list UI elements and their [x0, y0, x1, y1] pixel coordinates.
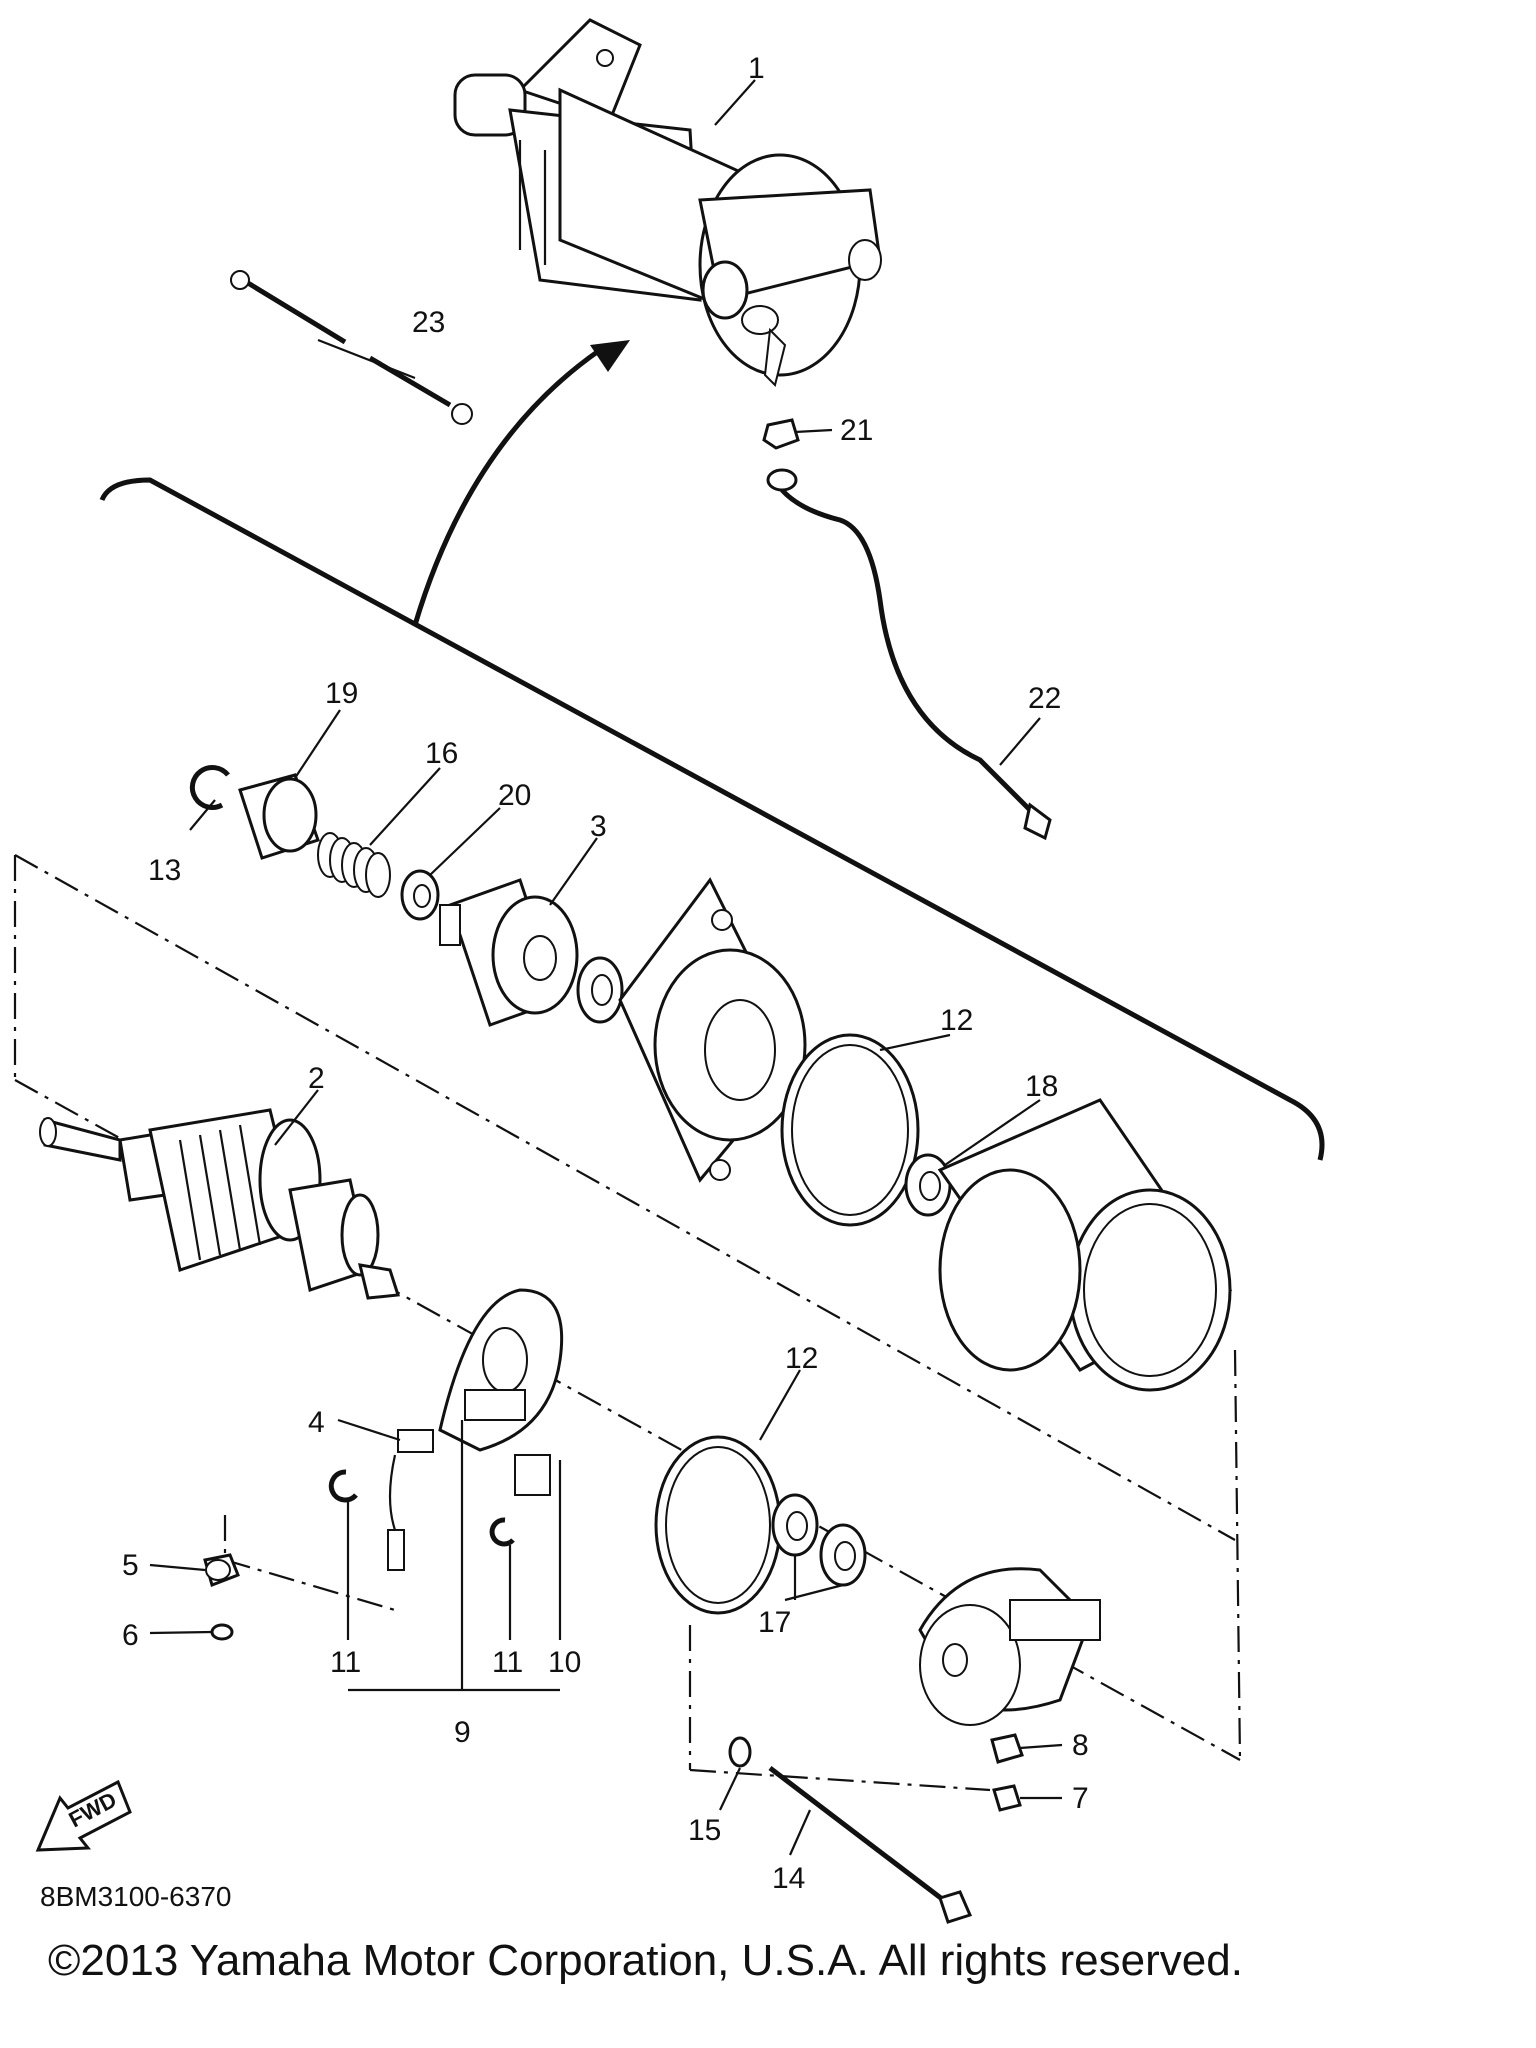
callout-6: 6 — [122, 1619, 139, 1652]
diagram-reference-code: 8BM3100-6370 — [40, 1881, 231, 1912]
callout-18: 18 — [1025, 1070, 1058, 1103]
part-21-nut — [762, 418, 800, 450]
callout-3: 3 — [590, 810, 607, 843]
callout-15: 15 — [688, 1814, 721, 1847]
callout-21: 21 — [840, 414, 873, 447]
part-3-clutch — [439, 878, 579, 1027]
starter-motor-assembly — [453, 18, 882, 387]
part-2-armature — [39, 1108, 400, 1300]
part-5-grommet — [203, 1553, 240, 1587]
callout-7: 7 — [1072, 1782, 1089, 1815]
callout-14: 14 — [772, 1862, 805, 1895]
part-15-o-ring — [728, 1736, 752, 1768]
callout-23: 23 — [412, 306, 445, 339]
callout-12-upper: 12 — [940, 1004, 973, 1037]
callout-10: 10 — [548, 1646, 581, 1679]
group-bracket — [99, 477, 1325, 1161]
callout-13: 13 — [148, 854, 181, 887]
part-4-brush — [387, 1429, 434, 1571]
part-11-circlip-left — [328, 1469, 358, 1503]
part-12-o-ring-lower — [654, 1435, 782, 1615]
callout-20: 20 — [498, 779, 531, 812]
yoke-housing — [937, 1098, 1233, 1392]
part-12-o-ring-upper — [780, 1033, 920, 1227]
callout-4: 4 — [308, 1406, 325, 1439]
callout-22: 22 — [1028, 682, 1061, 715]
part-20-washer — [400, 869, 440, 921]
callout-numbers: 1 2 3 4 5 6 7 8 9 10 11 11 12 12 13 14 1… — [122, 52, 1089, 1895]
callout-1: 1 — [748, 52, 765, 85]
part-13-circlip — [189, 764, 230, 810]
part-16-spring — [317, 832, 391, 898]
assembly-arrow — [412, 340, 630, 626]
callout-11-right: 11 — [492, 1646, 523, 1679]
callout-17: 17 — [758, 1606, 791, 1639]
part-17-washers — [771, 1493, 867, 1587]
callout-16: 16 — [425, 737, 458, 770]
front-bracket — [618, 877, 807, 1183]
callout-19: 19 — [325, 677, 358, 710]
rear-cover — [918, 1567, 1101, 1726]
callout-12-lower: 12 — [785, 1342, 818, 1375]
callout-9: 9 — [454, 1716, 471, 1749]
part-18-washer — [904, 1153, 952, 1217]
forward-direction-arrow: FWD — [35, 1779, 132, 1852]
part-7-nut — [992, 1784, 1022, 1812]
callout-8: 8 — [1072, 1729, 1089, 1762]
callout-11-left: 11 — [330, 1646, 361, 1679]
part-23-wire-lead — [230, 270, 473, 425]
part-6-o-ring — [210, 1623, 234, 1641]
part-14-bolt — [768, 1766, 973, 1924]
part-11-circlip-right — [489, 1517, 515, 1547]
part-8-grommet — [990, 1733, 1024, 1764]
leader-lines — [149, 79, 1063, 1856]
part-19-collar — [238, 773, 320, 860]
oil-seal-washer — [576, 956, 624, 1024]
copyright-notice: ©2013 Yamaha Motor Corporation, U.S.A. A… — [48, 1936, 1243, 1985]
callout-2: 2 — [308, 1062, 325, 1095]
part-22-lead-wire — [766, 468, 1052, 841]
callout-5: 5 — [122, 1549, 139, 1582]
part-9-brush-holder-plate — [438, 1288, 564, 1496]
